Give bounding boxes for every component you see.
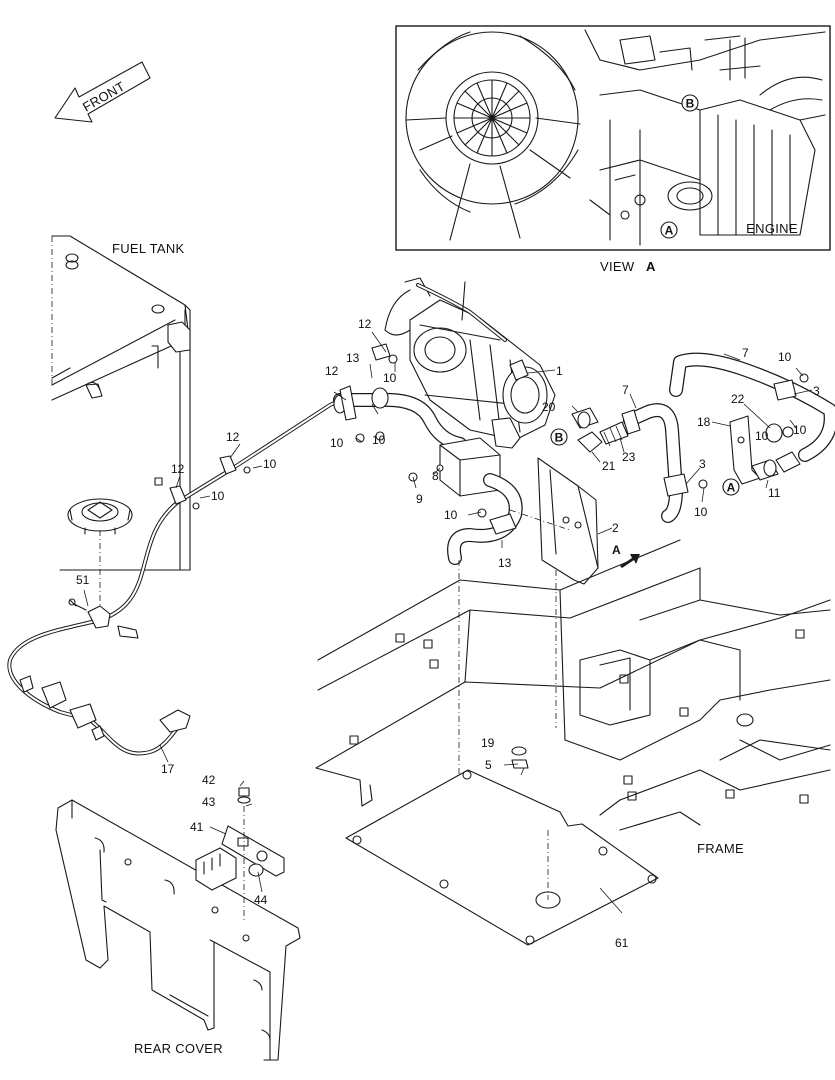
part-number: 3 xyxy=(699,457,706,471)
part-number: 10 xyxy=(263,457,277,471)
frame: FRAME xyxy=(315,539,831,856)
part-number: 42 xyxy=(202,773,216,787)
part-number: 13 xyxy=(498,556,512,570)
part-number: 18 xyxy=(697,415,711,429)
part-number: 20 xyxy=(542,400,556,414)
part-number: 61 xyxy=(615,936,629,950)
part-numbers: 1 2 3 3 5 7 7 8 9 10 10 10 10 10 10 10 1… xyxy=(76,317,820,950)
part-number: 12 xyxy=(226,430,240,444)
switch-plate-41 xyxy=(195,787,285,920)
part-number: 1 xyxy=(556,364,563,378)
part-number: 13 xyxy=(346,351,360,365)
part-number: 23 xyxy=(622,450,636,464)
part-number: 10 xyxy=(755,429,769,443)
part-number: 7 xyxy=(742,346,749,360)
callout-b-inset: B xyxy=(681,94,699,112)
svg-text:A: A xyxy=(727,481,736,495)
view-label: VIEW xyxy=(600,259,635,274)
fuel-tank-label: FUEL TANK xyxy=(112,241,185,256)
part-number: 10 xyxy=(211,489,225,503)
part-number: 10 xyxy=(372,433,386,447)
hose-13-lower xyxy=(447,473,523,565)
part-number: 3 xyxy=(813,384,820,398)
part-number: 5 xyxy=(485,758,492,772)
part-number: 12 xyxy=(358,317,372,331)
heater-unit-1 xyxy=(384,277,556,449)
svg-text:B: B xyxy=(686,97,695,111)
engine-illustration xyxy=(405,29,826,246)
part-number: 2 xyxy=(612,521,619,535)
callout-a-main: A xyxy=(722,478,740,496)
frame-label: FRAME xyxy=(697,841,744,856)
callout-b-main: B xyxy=(550,428,568,446)
coolant-hose-7 xyxy=(621,352,835,523)
fitting-21-23 xyxy=(577,421,629,453)
bracket-18 xyxy=(729,415,801,485)
part-number: 10 xyxy=(694,505,708,519)
part-number: 9 xyxy=(416,492,423,506)
svg-text:B: B xyxy=(555,431,564,445)
leader-lines xyxy=(83,331,813,914)
part-number: 51 xyxy=(76,573,90,587)
view-letter: A xyxy=(646,259,656,274)
part-number: 44 xyxy=(254,893,268,907)
callout-a-inset: A xyxy=(660,221,678,239)
engine-label: ENGINE xyxy=(746,221,798,236)
front-arrow: FRONT xyxy=(54,61,151,123)
svg-text:A: A xyxy=(612,543,621,557)
part-number: 11 xyxy=(768,486,781,500)
part-number: 41 xyxy=(190,820,204,834)
fuel-line-17 xyxy=(7,396,347,756)
flow-arrow-a: A xyxy=(612,543,640,568)
part-number: 12 xyxy=(325,364,339,378)
part-number: 10 xyxy=(444,508,458,522)
part-number: 10 xyxy=(778,350,792,364)
fuel-tank: FUEL TANK xyxy=(51,235,191,571)
part-number: 22 xyxy=(731,392,745,406)
bracket-2 xyxy=(509,457,599,585)
rear-cover-label: REAR COVER xyxy=(134,1041,223,1056)
part-number: 17 xyxy=(161,762,175,776)
part-number: 7 xyxy=(622,383,629,397)
muffler xyxy=(408,437,501,497)
part-number: 21 xyxy=(602,459,616,473)
rear-cover: REAR COVER xyxy=(55,799,301,1061)
part-number: 19 xyxy=(481,736,495,750)
clamp-12-upper xyxy=(219,455,251,475)
view-a-inset: B A ENGINE xyxy=(395,25,831,251)
part-number: 10 xyxy=(383,371,397,385)
part-number: 43 xyxy=(202,795,216,809)
fuel-sender-unit xyxy=(67,498,133,612)
part-number: 10 xyxy=(793,423,807,437)
svg-text:A: A xyxy=(665,224,674,238)
part-number: 8 xyxy=(432,469,439,483)
fitting-20 xyxy=(571,407,599,429)
cover-plate-61 xyxy=(345,769,659,946)
part-number: 12 xyxy=(171,462,185,476)
part-number: 10 xyxy=(330,436,344,450)
hose-13-upper xyxy=(333,343,467,451)
